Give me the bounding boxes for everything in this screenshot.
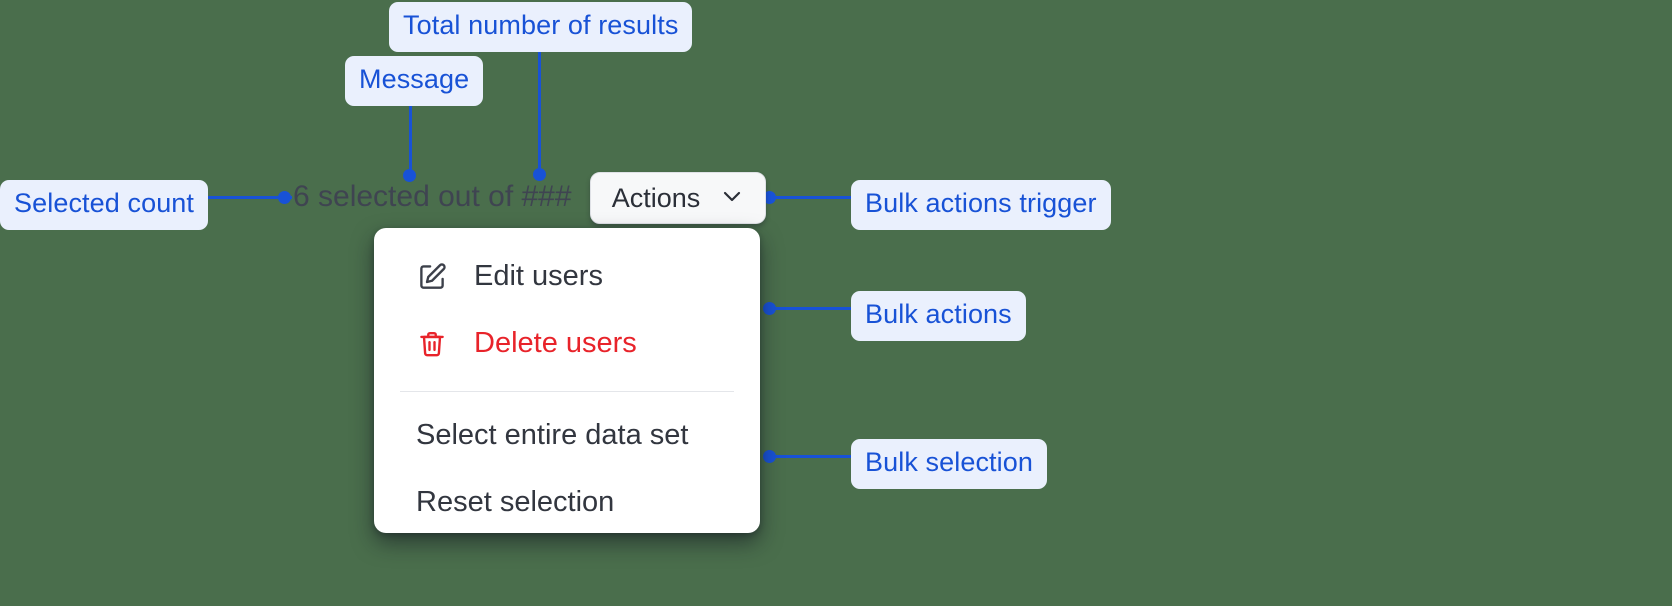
connector-line-selected-count [202,196,292,199]
trash-icon [416,328,448,360]
annotation-selected-count: Selected count [0,180,209,230]
menu-item-label: Reset selection [416,486,615,518]
connector-line-total-results [538,38,541,174]
menu-item-label: Select entire data set [416,419,689,451]
menu-item-edit-users[interactable]: Edit users [374,243,760,310]
annotation-total-results: Total number of results [389,2,693,52]
connector-line-bulk-actions [768,307,854,310]
bulk-actions-dropdown-menu: Edit users Delete users Select entire da… [374,228,760,533]
connector-dot-bulk-actions [763,302,776,315]
pencil-square-icon [416,261,448,293]
connector-dot-selected-count [278,191,291,204]
connector-line-bulk-trigger [768,196,854,199]
connector-line-message [409,92,412,176]
selected-count-message: 6 selected out of ### [293,180,572,213]
annotation-message: Message [345,56,484,106]
menu-item-reset-selection[interactable]: Reset selection [374,469,760,533]
connector-dot-message [403,169,416,182]
bulk-actions-trigger-button[interactable]: Actions [590,172,766,224]
annotation-bulk-actions-trigger: Bulk actions trigger [851,180,1111,230]
menu-item-delete-users[interactable]: Delete users [374,310,760,377]
connector-dot-bulk-trigger [763,191,776,204]
connector-dot-bulk-selection [763,450,776,463]
menu-divider [400,391,734,392]
menu-item-select-entire-data-set[interactable]: Select entire data set [374,402,760,469]
annotation-bulk-selection: Bulk selection [851,439,1047,489]
menu-item-label: Edit users [474,260,603,292]
actions-button-label: Actions [611,182,701,213]
annotation-bulk-actions: Bulk actions [851,291,1026,341]
menu-item-label: Delete users [474,327,637,359]
connector-dot-total-results [533,168,546,181]
chevron-down-icon [720,184,744,213]
connector-line-bulk-selection [768,455,854,458]
